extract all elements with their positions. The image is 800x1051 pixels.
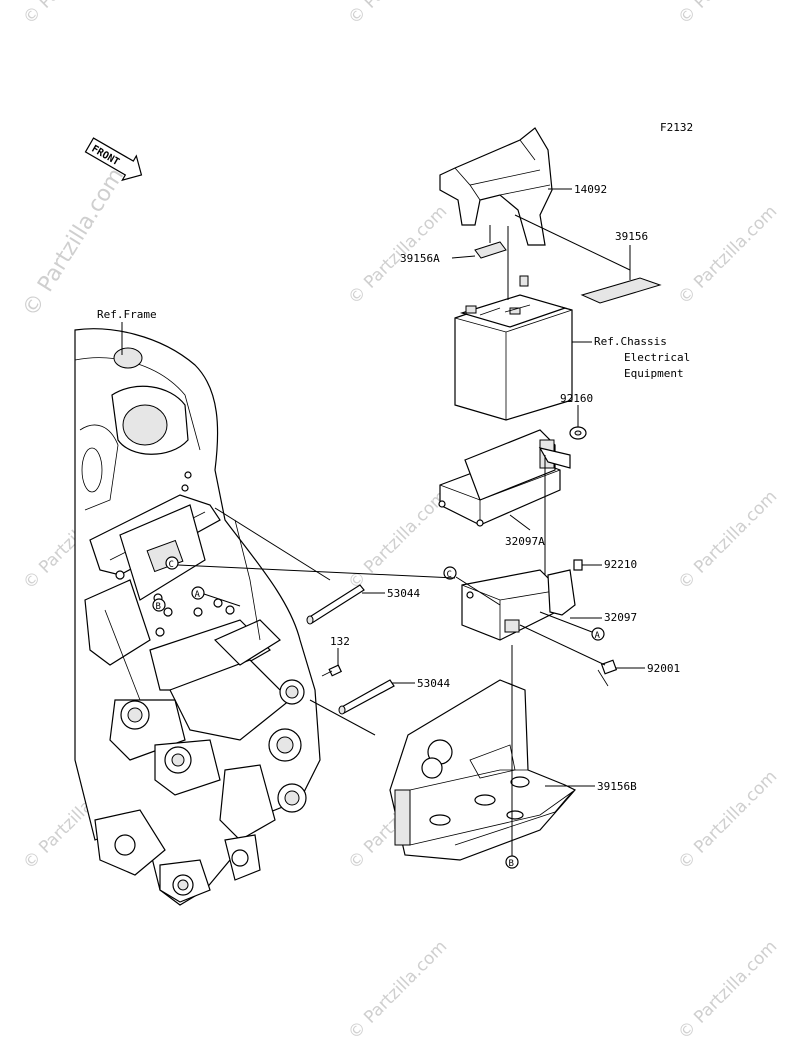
leader-39156	[514, 214, 631, 271]
leader-53044-upper-frame	[214, 507, 331, 581]
bolt-132	[321, 664, 343, 677]
leader-a-frame	[203, 593, 241, 607]
part-92001: 92001	[647, 662, 680, 675]
leader-a-bracket	[539, 611, 593, 633]
part-132: 132	[330, 635, 350, 648]
ref-chassis-line3: Equipment	[624, 367, 684, 380]
marker-c-bracket-label: C	[447, 570, 452, 580]
heat-shield-39156B	[389, 679, 576, 861]
part-92160: 92160	[560, 392, 593, 405]
part-32097A: 32097A	[505, 535, 545, 548]
watermark-tile: © Partzilla.com	[674, 0, 781, 29]
pad-39156	[580, 277, 662, 304]
marker-b-frame: B	[152, 598, 166, 612]
ref-chassis-line1: Ref.Chassis	[594, 335, 667, 348]
leader-53044-lower-frame	[309, 699, 376, 736]
part-53044-lower: 53044	[417, 677, 450, 690]
marker-a-bracket: A	[591, 627, 605, 641]
marker-c-frame: C	[165, 556, 179, 570]
leader-c-bracket	[455, 576, 501, 606]
watermark-tile: © Partzilla.com	[19, 0, 126, 29]
nut-92160	[569, 426, 587, 440]
pad-39156A	[474, 241, 507, 259]
watermark-tile: © Partzilla.com	[344, 937, 451, 1044]
nut-92210	[573, 559, 583, 571]
marker-c-frame-label: C	[169, 560, 174, 570]
part-39156A: 39156A	[400, 252, 440, 265]
watermark-tile: © Partzilla.com	[674, 937, 781, 1044]
marker-b-bottom: B	[505, 855, 519, 869]
frame-drawing	[74, 328, 321, 906]
marker-a-frame-label: A	[195, 590, 201, 600]
part-92210: 92210	[604, 558, 637, 571]
ref-frame-label: Ref.Frame	[97, 308, 157, 321]
watermark-tile: © Partzilla.com	[674, 487, 781, 594]
battery-cover-14092	[439, 127, 553, 246]
marker-c-bracket: C	[443, 566, 457, 580]
battery-tray-32097A	[438, 429, 571, 527]
battery	[454, 275, 573, 421]
watermark-tile: © Partzilla.com	[344, 0, 451, 29]
marker-b-frame-label: B	[156, 602, 161, 612]
part-39156B: 39156B	[597, 780, 637, 793]
part-39156: 39156	[615, 230, 648, 243]
rod-53044-upper	[306, 584, 365, 625]
rod-53044-lower	[338, 679, 395, 715]
watermark-side: © Partzilla.com	[18, 164, 129, 321]
marker-b-bottom-label: B	[509, 859, 514, 869]
watermark-tile: © Partzilla.com	[674, 202, 781, 309]
bracket-32097	[461, 569, 576, 641]
bolt-92001	[597, 659, 618, 687]
ref-chassis-line2: Electrical	[624, 351, 690, 364]
figure-code: F2132	[660, 121, 693, 134]
part-53044-upper: 53044	[387, 587, 420, 600]
watermark-tile: © Partzilla.com	[674, 767, 781, 874]
part-32097: 32097	[604, 611, 637, 624]
marker-a-bracket-label: A	[595, 631, 601, 641]
leader-bolt-bracket	[519, 624, 606, 666]
leader-32097A	[509, 514, 531, 531]
part-14092: 14092	[574, 183, 607, 196]
leader-39156A	[451, 255, 476, 259]
marker-a-frame: A	[191, 586, 205, 600]
